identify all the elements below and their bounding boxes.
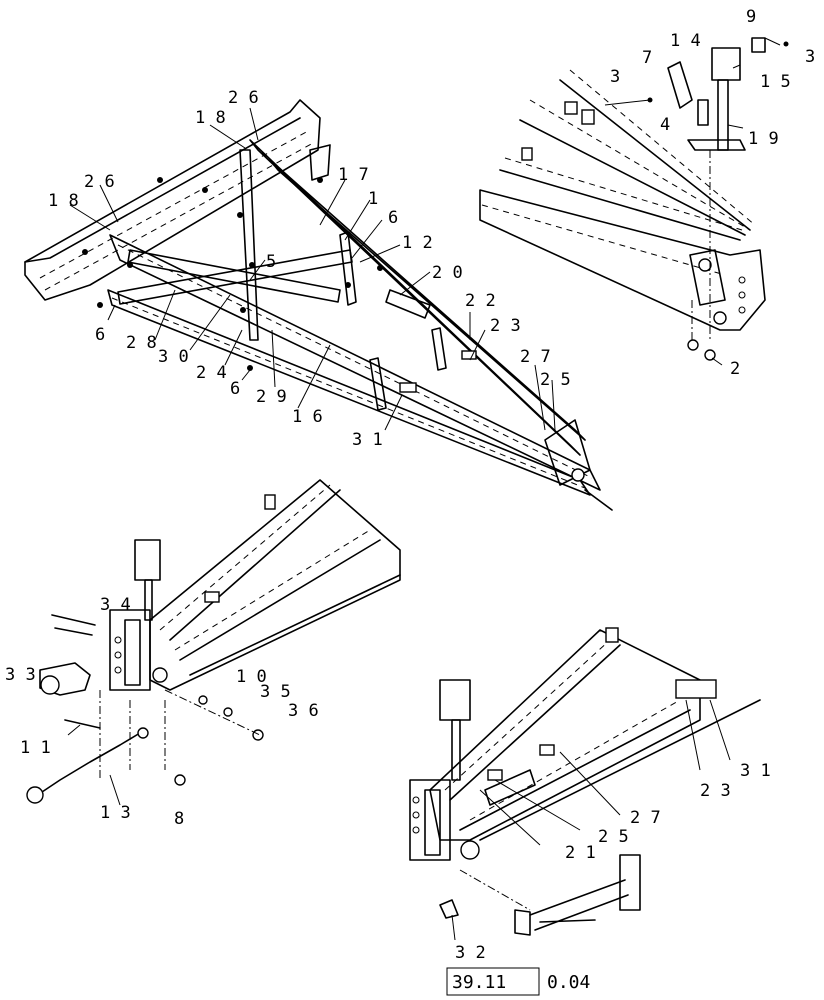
callout-24: 2 4 (196, 363, 227, 383)
callout-14: 1 4 (670, 31, 701, 51)
callout-31: 3 1 (352, 430, 383, 450)
callout-33: 3 3 (5, 665, 36, 685)
callout-26: 2 6 (84, 172, 115, 192)
reference-boxed: 39.11 (452, 972, 506, 993)
callout-4: 4 (660, 115, 670, 135)
callout-8: 8 (174, 809, 184, 829)
callout-28: 2 8 (126, 333, 157, 353)
callout-18: 1 8 (195, 108, 226, 128)
callout-21: 2 1 (565, 843, 596, 863)
callout-27: 2 7 (630, 808, 661, 828)
callout-20: 2 0 (432, 263, 463, 283)
callout-3: 3 (610, 67, 620, 87)
callout-leaders (67, 37, 781, 941)
callout-18: 1 8 (48, 191, 79, 211)
callout-34: 3 4 (100, 595, 131, 615)
bottom-left-callouts: 3 4 3 3 1 0 3 5 3 6 1 1 1 3 8 (5, 595, 319, 829)
callout-6: 6 (388, 208, 398, 228)
callout-31: 3 1 (740, 761, 771, 781)
callout-35: 3 5 (260, 682, 291, 702)
callout-19: 1 9 (748, 129, 779, 149)
callout-26: 2 6 (228, 88, 259, 108)
callout-2: 2 (730, 359, 740, 379)
top-right-callouts: 9 3 1 4 7 1 5 3 4 1 9 2 (610, 7, 815, 379)
callout-11: 1 1 (20, 738, 51, 758)
reference-number: 39.11 0.04 (446, 967, 590, 996)
callout-16: 1 6 (292, 407, 323, 427)
top-right-detail (479, 37, 789, 361)
bottom-right-callouts: 3 1 2 3 2 7 2 5 2 1 3 2 (455, 761, 771, 963)
callout-25: 2 5 (540, 370, 571, 390)
reference-suffix: 0.04 (547, 972, 590, 993)
callout-17: 1 7 (338, 165, 369, 185)
callout-6: 6 (95, 325, 105, 345)
callout-30: 3 0 (158, 347, 189, 367)
main-callouts: 2 6 1 8 2 6 1 8 1 7 1 6 1 2 5 2 0 2 2 2 … (48, 88, 571, 450)
callout-36: 3 6 (288, 701, 319, 721)
callout-32: 3 2 (455, 943, 486, 963)
callout-6: 6 (230, 379, 240, 399)
callout-5: 5 (266, 252, 276, 272)
callout-23: 2 3 (700, 781, 731, 801)
bottom-right-detail (409, 627, 761, 936)
callout-25: 2 5 (598, 827, 629, 847)
callout-15: 1 5 (760, 72, 791, 92)
callout-10: 1 0 (236, 667, 267, 687)
callout-27: 2 7 (520, 347, 551, 367)
callout-1: 1 (368, 189, 378, 209)
callout-12: 1 2 (402, 233, 433, 253)
callout-22: 2 2 (465, 291, 496, 311)
callout-9: 9 (746, 7, 756, 27)
callout-29: 2 9 (256, 387, 287, 407)
callout-7: 7 (642, 48, 652, 68)
callout-3: 3 (805, 47, 815, 67)
callout-23: 2 3 (490, 316, 521, 336)
hitch-frame-assembly (24, 99, 613, 511)
callout-13: 1 3 (100, 803, 131, 823)
bottom-left-detail (26, 479, 401, 804)
